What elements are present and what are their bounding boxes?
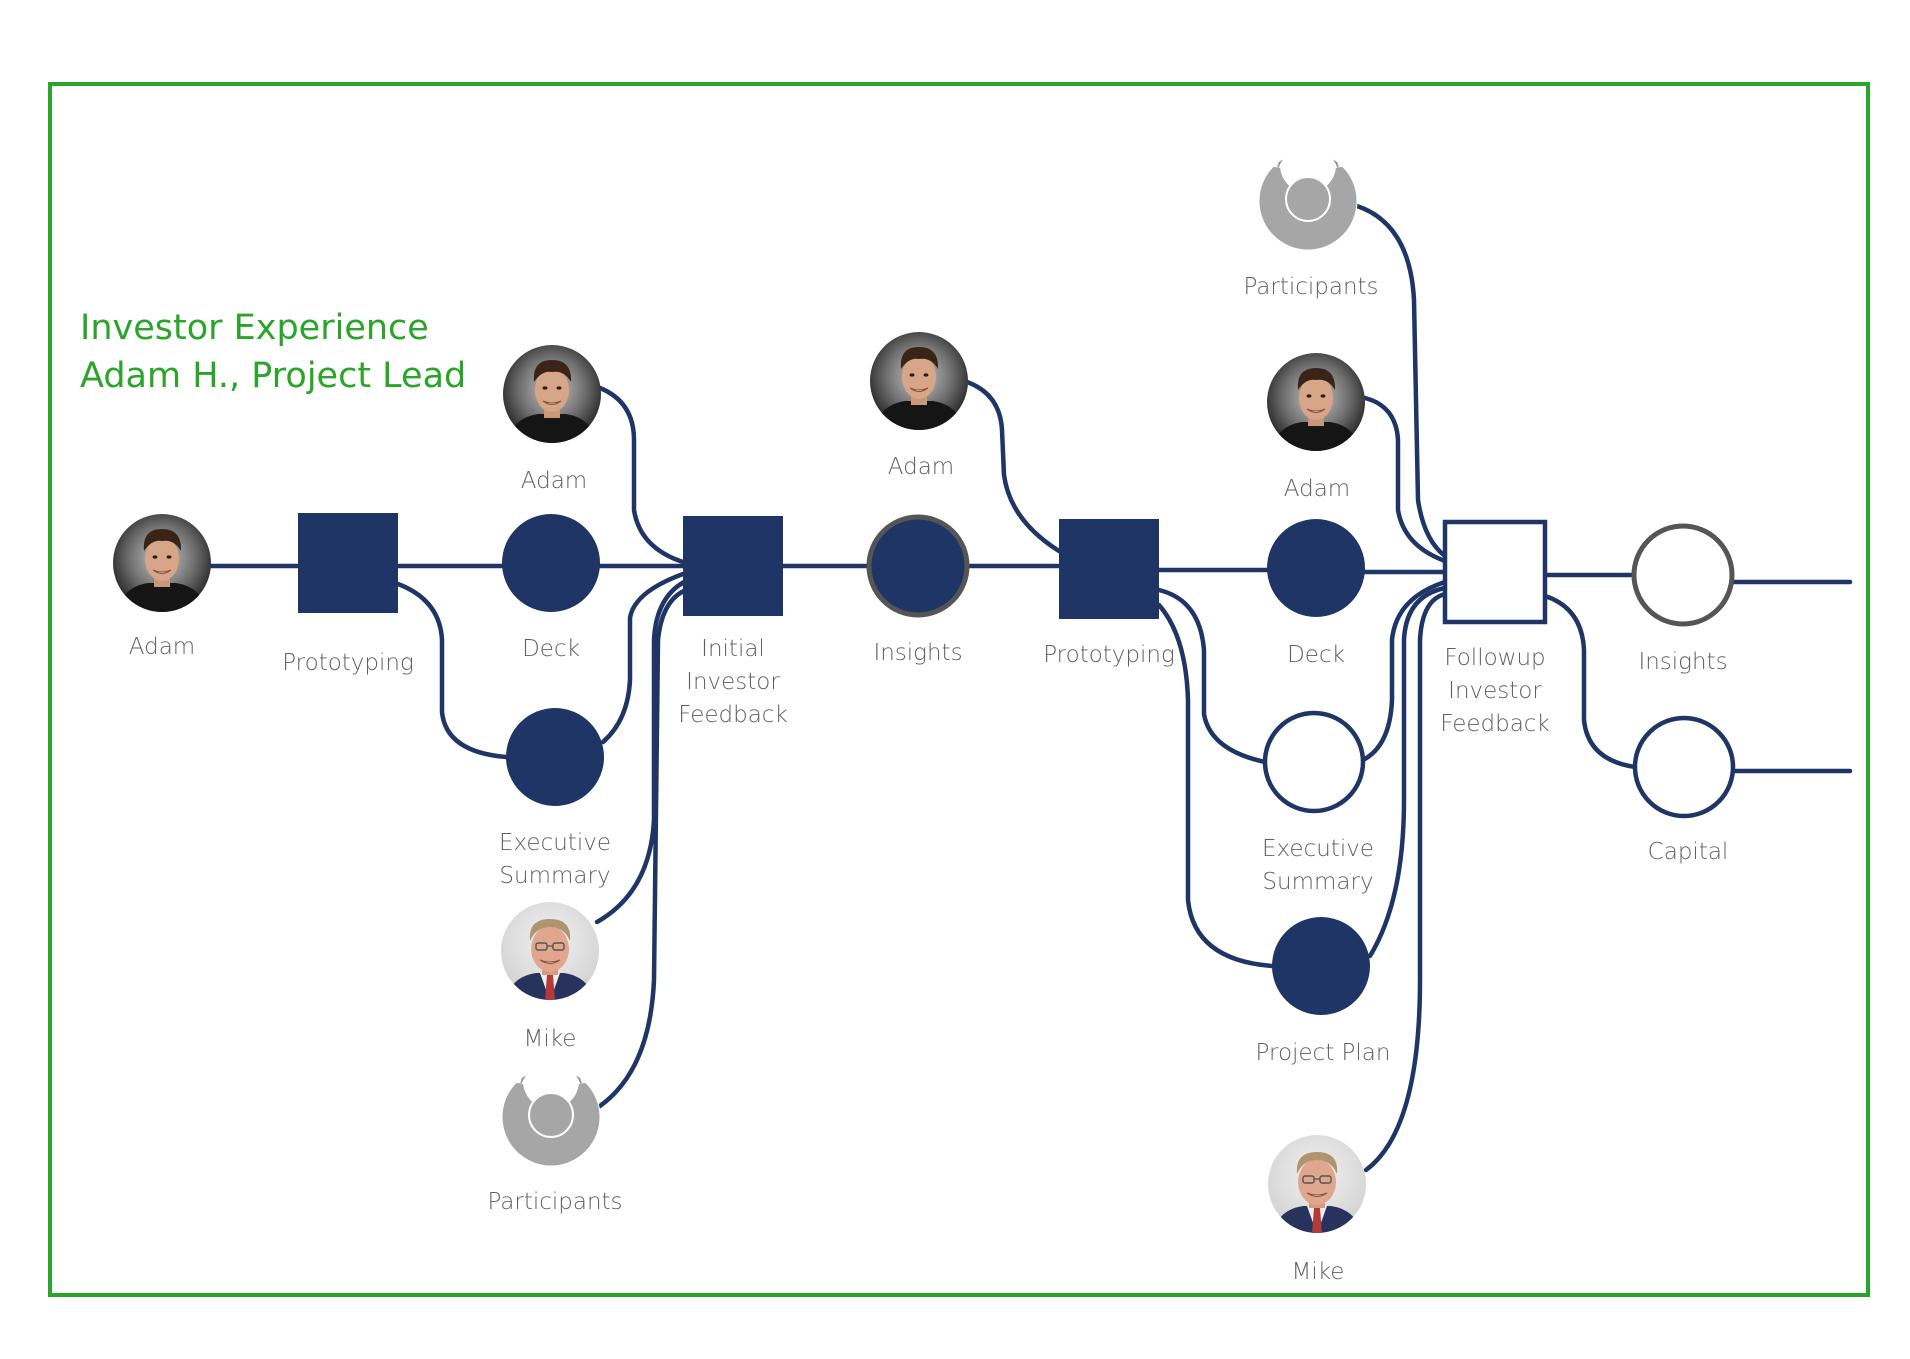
person-avatar-icon — [869, 331, 969, 431]
node-label: Capital — [1648, 839, 1729, 865]
node-adam-start[interactable]: Adam — [112, 513, 212, 660]
edge-participants-1-to-initial-feedback — [597, 587, 689, 1109]
group-avatar-icon — [1252, 137, 1364, 251]
node-adam-2[interactable]: Adam — [869, 331, 969, 480]
person-avatar-icon — [1267, 1134, 1367, 1234]
artifact-circle — [506, 708, 604, 806]
edge-mike-2-to-followup-feedback — [1363, 591, 1448, 1173]
node-participants-2[interactable]: Participants — [1243, 137, 1379, 300]
node-label: Deck — [522, 636, 580, 662]
node-label: Adam — [888, 454, 954, 480]
edge-followup-feedback-to-capital — [1542, 593, 1638, 770]
edge-exec-summary-2-to-followup-feedback — [1360, 579, 1448, 763]
edge-prototyping-1-to-exec-summary-1 — [395, 581, 509, 760]
edge-exec-summary-1-to-initial-feedback — [600, 571, 686, 745]
edge-project-plan-to-followup-feedback — [1367, 585, 1448, 959]
edge-adam-2-to-prototyping-2 — [964, 379, 1062, 554]
artifact-circle — [502, 514, 600, 612]
artifact-circle — [1272, 917, 1370, 1015]
node-adam-3[interactable]: Adam — [1266, 352, 1366, 502]
node-label: Project Plan — [1256, 1040, 1391, 1066]
diagram-title: Investor Experience — [80, 308, 429, 348]
artifact-circle — [1267, 519, 1365, 617]
artifact-circle — [866, 514, 970, 618]
activity-square — [1059, 519, 1159, 619]
node-project-plan[interactable]: Project Plan — [1256, 917, 1391, 1066]
artifact-circle — [1632, 715, 1736, 819]
group-avatar-icon — [495, 1053, 607, 1167]
edge-participants-2-to-followup-feedback — [1354, 203, 1448, 559]
node-label: Participants — [487, 1189, 622, 1215]
edge-prototyping-2-to-project-plan — [1156, 602, 1275, 969]
node-label: Insights — [873, 640, 962, 666]
artifact-circle — [1262, 710, 1366, 814]
avatar-rim — [1258, 151, 1358, 251]
node-prototyping-1[interactable]: Prototyping — [282, 513, 414, 676]
avatar-rim — [501, 1067, 601, 1167]
activity-square — [298, 513, 398, 613]
node-mike-2[interactable]: Mike — [1267, 1134, 1367, 1285]
node-label: Mike — [1292, 1259, 1345, 1285]
node-label: Insights — [1638, 649, 1727, 675]
node-adam-1[interactable]: Adam — [502, 344, 602, 494]
edges-layer — [208, 203, 1853, 1173]
activity-square — [1442, 519, 1548, 625]
node-label: Prototyping — [1043, 642, 1175, 668]
node-label: Deck — [1287, 642, 1345, 668]
node-label: Adam — [1284, 476, 1350, 502]
node-label: Prototyping — [282, 650, 414, 676]
node-deck-1[interactable]: Deck — [502, 514, 600, 662]
node-label: Participants — [1243, 274, 1378, 300]
node-participants-1[interactable]: Participants — [487, 1053, 623, 1215]
node-insights-1[interactable]: Insights — [866, 514, 970, 666]
person-avatar-icon — [500, 901, 600, 1001]
node-label: Adam — [129, 634, 195, 660]
node-mike-1[interactable]: Mike — [500, 901, 600, 1052]
person-avatar-icon — [1266, 352, 1366, 452]
edge-prototyping-2-to-exec-summary-2 — [1156, 587, 1268, 765]
diagram-subtitle: Adam H., Project Lead — [80, 356, 466, 396]
diagram-frame — [48, 82, 1870, 1297]
edge-adam-1-to-initial-feedback — [597, 385, 686, 565]
node-insights-2[interactable]: Insights — [1631, 523, 1735, 675]
person-avatar-icon — [112, 513, 212, 613]
edge-adam-3-to-followup-feedback — [1362, 395, 1448, 564]
person-avatar-icon — [502, 344, 602, 444]
node-capital[interactable]: Capital — [1632, 715, 1736, 865]
node-label: Mike — [524, 1026, 577, 1052]
artifact-circle — [1631, 523, 1735, 627]
node-deck-2[interactable]: Deck — [1267, 519, 1365, 668]
node-prototyping-2[interactable]: Prototyping — [1043, 519, 1175, 668]
node-label: Adam — [521, 468, 587, 494]
activity-square — [683, 516, 783, 616]
